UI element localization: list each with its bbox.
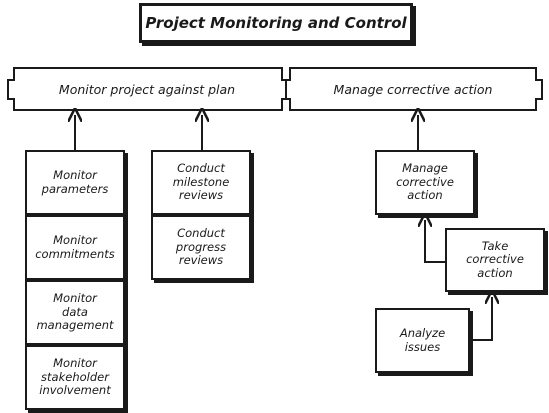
node-monitor-parameters: Monitor parameters	[25, 150, 125, 215]
band-monitor-outline	[7, 67, 287, 111]
node-take-corrective-action: Take corrective action	[445, 228, 545, 292]
node-analyze-issues: Analyze issues	[375, 308, 470, 373]
node-monitor-data-management: Monitor data management	[25, 280, 125, 345]
node-conduct-progress-reviews: Conduct progress reviews	[151, 215, 251, 280]
node-monitor-stakeholder-involvement: Monitor stakeholder involvement	[25, 345, 125, 410]
arrow-analyze-to-take	[470, 297, 492, 341]
node-manage-corrective-action: Manage corrective action	[375, 150, 475, 215]
band-corrective-outline	[285, 67, 543, 111]
arrow-take-to-manage	[425, 220, 445, 263]
band-label-monitor: Monitor project against plan	[58, 81, 236, 97]
diagram-title: Project Monitoring and Control	[139, 3, 413, 43]
node-conduct-milestone-reviews: Conduct milestone reviews	[151, 150, 251, 215]
band-label-corrective: Manage corrective action	[333, 81, 493, 97]
node-monitor-commitments: Monitor commitments	[25, 215, 125, 280]
